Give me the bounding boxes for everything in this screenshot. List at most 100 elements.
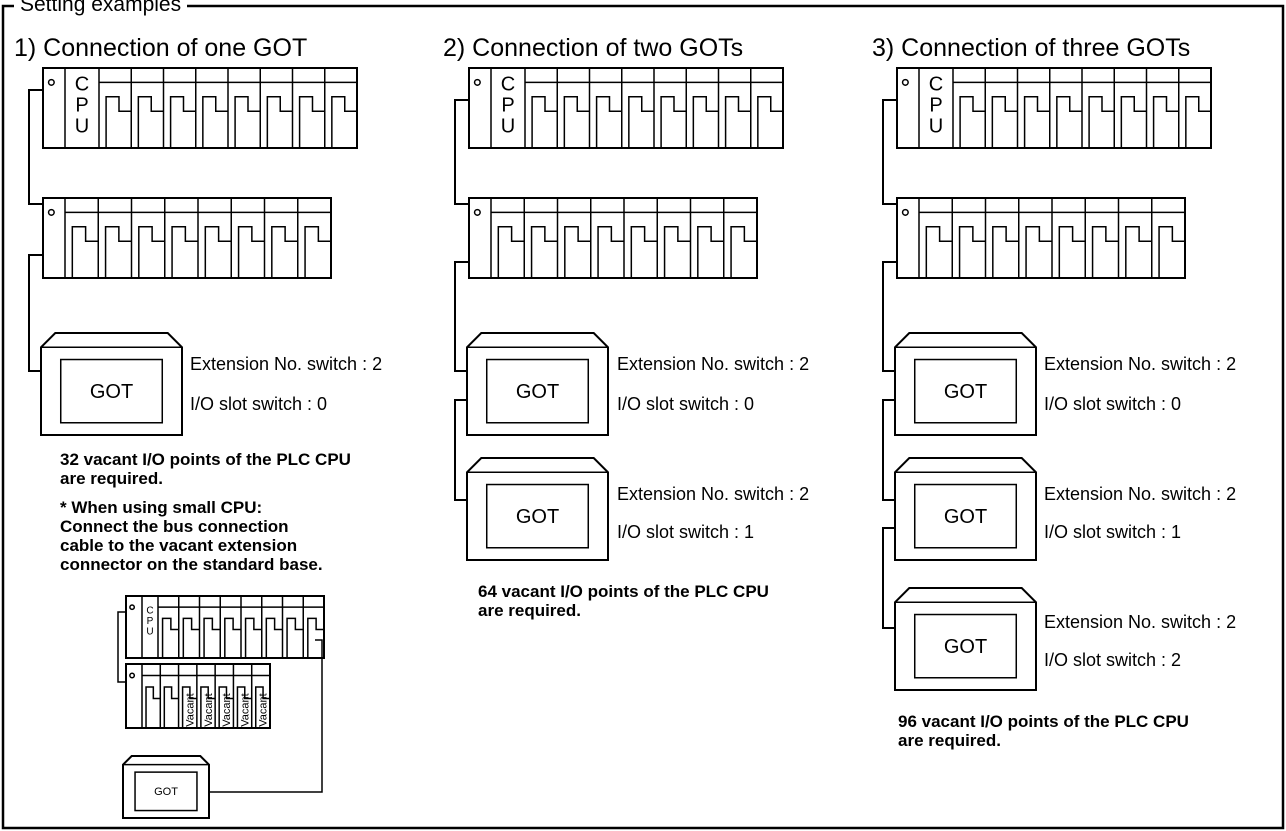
io-module-card xyxy=(244,617,262,658)
got-label: GOT xyxy=(90,381,133,403)
io-slot-switch-label: I/O slot switch : 1 xyxy=(617,522,755,542)
io-module-card xyxy=(234,96,261,148)
cpu-letter: C xyxy=(146,605,153,616)
extension-switch-label: Extension No. switch : 2 xyxy=(617,354,810,374)
frame-title: Setting examples xyxy=(14,0,188,16)
io-module-card xyxy=(224,617,241,658)
main-base-with-cpu: CPU xyxy=(896,67,1212,149)
extension-switch-label: Extension No. switch : 2 xyxy=(1044,484,1237,504)
io-module-card xyxy=(1120,96,1147,148)
io-module-card xyxy=(628,96,654,148)
vacant-slot-label: Vacant xyxy=(221,693,233,726)
io-module-card xyxy=(271,226,298,278)
io-module-card xyxy=(145,686,161,728)
io-module-card xyxy=(530,226,558,278)
io-module-card xyxy=(236,686,252,728)
connector-hole xyxy=(473,78,481,86)
io-module-card xyxy=(286,617,304,658)
connector-hole xyxy=(129,672,136,679)
io-module-card xyxy=(1152,96,1179,148)
extension-switch-label: Extension No. switch : 2 xyxy=(1044,612,1237,632)
main-base-with-cpu: CPU xyxy=(42,67,358,149)
cpu-letter: C xyxy=(75,73,89,95)
io-slot-switch-label: I/O slot switch : 0 xyxy=(1044,394,1182,414)
cpu-letter: P xyxy=(501,94,514,116)
connection-cable xyxy=(882,527,895,629)
extension-base xyxy=(468,197,758,279)
io-module-card xyxy=(531,96,558,148)
io-module-card xyxy=(692,96,719,148)
requirement-note: 32 vacant I/O points of the PLC CPU are … xyxy=(60,450,351,488)
io-module-card xyxy=(730,226,757,278)
connection-cable xyxy=(117,611,126,683)
io-module-card xyxy=(169,96,196,148)
cpu-letter: C xyxy=(501,73,515,95)
outer-frame xyxy=(1,4,1285,830)
got-unit: GOT xyxy=(894,457,1037,561)
io-module-card xyxy=(1091,226,1119,278)
io-module-card xyxy=(697,226,724,278)
io-module-card xyxy=(1158,226,1185,278)
connector-hole xyxy=(47,208,55,216)
cpu-letter: U xyxy=(75,115,89,137)
column-three-gots: CPU GOT GOT GOT xyxy=(882,67,1212,691)
got-unit: GOT xyxy=(466,332,609,436)
extension-switch-label: Extension No. switch : 2 xyxy=(190,354,383,374)
cpu-letter: P xyxy=(75,94,88,116)
base-outline xyxy=(42,197,332,279)
column-one-got: CPU GOT xyxy=(28,67,358,436)
io-module-card xyxy=(71,226,99,278)
io-slot-switch-label: I/O slot switch : 1 xyxy=(1044,522,1182,542)
io-module-card xyxy=(1025,226,1052,278)
got-label: GOT xyxy=(154,786,178,798)
cpu-letter: U xyxy=(929,115,943,137)
connection-cable xyxy=(454,261,469,372)
got-screen xyxy=(913,483,1018,549)
requirement-note: 64 vacant I/O points of the PLC CPU are … xyxy=(478,582,769,620)
io-module-card xyxy=(757,96,783,148)
extension-base xyxy=(42,197,332,279)
io-module-card xyxy=(660,96,687,148)
vacant-slot-label: Vacant xyxy=(239,693,251,726)
io-module-card xyxy=(254,686,270,728)
io-module-card xyxy=(724,96,751,148)
io-module-card xyxy=(104,226,132,278)
io-module-card xyxy=(265,617,283,658)
io-module-card xyxy=(1185,96,1211,148)
connector-hole xyxy=(901,208,909,216)
main-base-with-cpu: CPU xyxy=(468,67,784,149)
io-module-card xyxy=(202,96,228,148)
io-module-card xyxy=(497,226,525,278)
io-module-card xyxy=(200,686,216,728)
io-module-card xyxy=(304,226,331,278)
got-unit: GOT xyxy=(894,587,1037,691)
got-label: GOT xyxy=(944,381,987,403)
connection-cable xyxy=(882,99,897,205)
io-module-card xyxy=(237,226,265,278)
base-outline xyxy=(42,67,358,149)
base-outline xyxy=(468,197,758,279)
base-outline xyxy=(896,197,1186,279)
io-module-card xyxy=(298,96,325,148)
io-slot-switch-label: I/O slot switch : 2 xyxy=(1044,650,1182,670)
io-module-card xyxy=(307,617,324,658)
io-module-card xyxy=(595,96,622,148)
extension-switch-label: Extension No. switch : 2 xyxy=(617,484,810,504)
got-unit: GOT xyxy=(40,332,183,436)
cpu-letter: P xyxy=(147,616,154,627)
vacant-slot-label: Vacant xyxy=(258,693,270,726)
got-label: GOT xyxy=(516,381,559,403)
got-screen xyxy=(485,358,590,424)
io-module-card xyxy=(1058,226,1086,278)
cpu-letter: C xyxy=(929,73,943,95)
io-module-card xyxy=(663,226,691,278)
io-module-card xyxy=(171,226,198,278)
got-screen xyxy=(913,358,1018,424)
cpu-letter: U xyxy=(501,115,515,137)
connector-hole xyxy=(901,78,909,86)
io-module-card xyxy=(138,226,165,278)
